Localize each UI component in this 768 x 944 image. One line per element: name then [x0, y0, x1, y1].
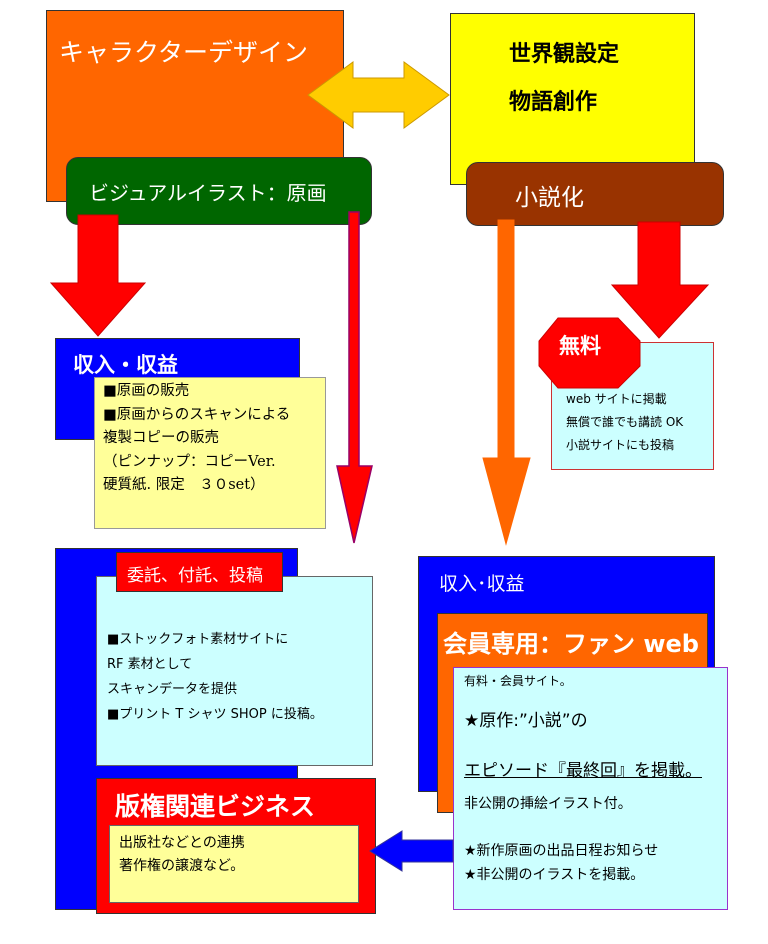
- copyright-line: 出版社などとの連携: [119, 835, 245, 851]
- double-arrow-icon: [307, 61, 450, 129]
- note-line: 硬質紙. 限定 ３０set）: [103, 477, 265, 493]
- consign-line: スキャンデータを提供: [107, 682, 238, 697]
- member-line: ★原作:”小説”の: [464, 711, 588, 731]
- member-line: 非公開の挿絵イラスト付。: [464, 796, 632, 812]
- free-badge-text: 無料: [559, 334, 601, 358]
- down-arrow-left-icon: [49, 214, 147, 337]
- note-line: ■原画の販売: [103, 383, 190, 399]
- copyright-note: 出版社などとの連携 著作権の譲渡など。: [109, 825, 359, 903]
- member-only-title: 会員専用：ファン web: [443, 630, 699, 658]
- consign-cyan-box: ■ストックフォト素材サイトに RF 素材として スキャンデータを提供 ■プリント…: [96, 576, 373, 766]
- note-line: ■原画からのスキャンによる: [103, 406, 291, 423]
- novelization-label: 小説化: [466, 162, 724, 226]
- visual-illustration-text: ビジュアルイラスト：原画: [89, 181, 327, 205]
- thin-down-arrow-icon: [336, 211, 373, 544]
- down-arrow-right-icon: [610, 221, 710, 339]
- visual-illustration-label: ビジュアルイラスト：原画: [66, 157, 372, 225]
- novelization-text: 小説化: [515, 185, 584, 211]
- orange-down-arrow-icon: [482, 219, 531, 546]
- income-right-title: 収入･収益: [439, 573, 525, 595]
- left-arrow-icon: [369, 830, 454, 872]
- consign-label-text: 委託、付託、投稿: [127, 566, 263, 586]
- income-left-note: ■原画の販売 ■原画からのスキャンによる 複製コピーの販売 （ピンナップ：コピー…: [94, 377, 326, 529]
- free-line: 無償で誰でも講読 OK: [566, 415, 684, 429]
- consign-line: ■ストックフォト素材サイトに: [107, 632, 289, 647]
- free-line: web サイトに掲載: [566, 392, 667, 406]
- note-line: 複製コピーの販売: [103, 430, 219, 446]
- world-building-line1: 世界観設定: [509, 42, 620, 67]
- member-line: 有料・会員サイト。: [464, 674, 572, 688]
- consign-line: RF 素材として: [107, 657, 193, 672]
- character-design-title: キャラクターデザイン: [59, 38, 309, 67]
- note-line: （ピンナップ：コピーVer.: [103, 453, 276, 470]
- member-line: ★非公開のイラストを掲載。: [464, 867, 645, 883]
- free-line: 小説サイトにも投稿: [566, 438, 675, 452]
- story-creation-line2: 物語創作: [509, 90, 598, 115]
- copyright-line: 著作権の譲渡など。: [119, 858, 245, 874]
- consign-label: 委託、付託、投稿: [116, 552, 283, 592]
- income-left-title: 収入・収益: [73, 353, 178, 377]
- member-info-box: 有料・会員サイト。 ★原作:”小説”の エピソード『最終回』を掲載。 非公開の挿…: [453, 667, 728, 910]
- member-line: エピソード『最終回』を掲載。: [464, 761, 702, 781]
- member-line: ★新作原画の出品日程お知らせ: [464, 843, 659, 859]
- consign-line: ■プリント T シャツ SHOP に投稿。: [107, 707, 323, 722]
- free-badge-shape: [538, 317, 641, 389]
- copyright-business-title: 版権関連ビジネス: [115, 792, 316, 821]
